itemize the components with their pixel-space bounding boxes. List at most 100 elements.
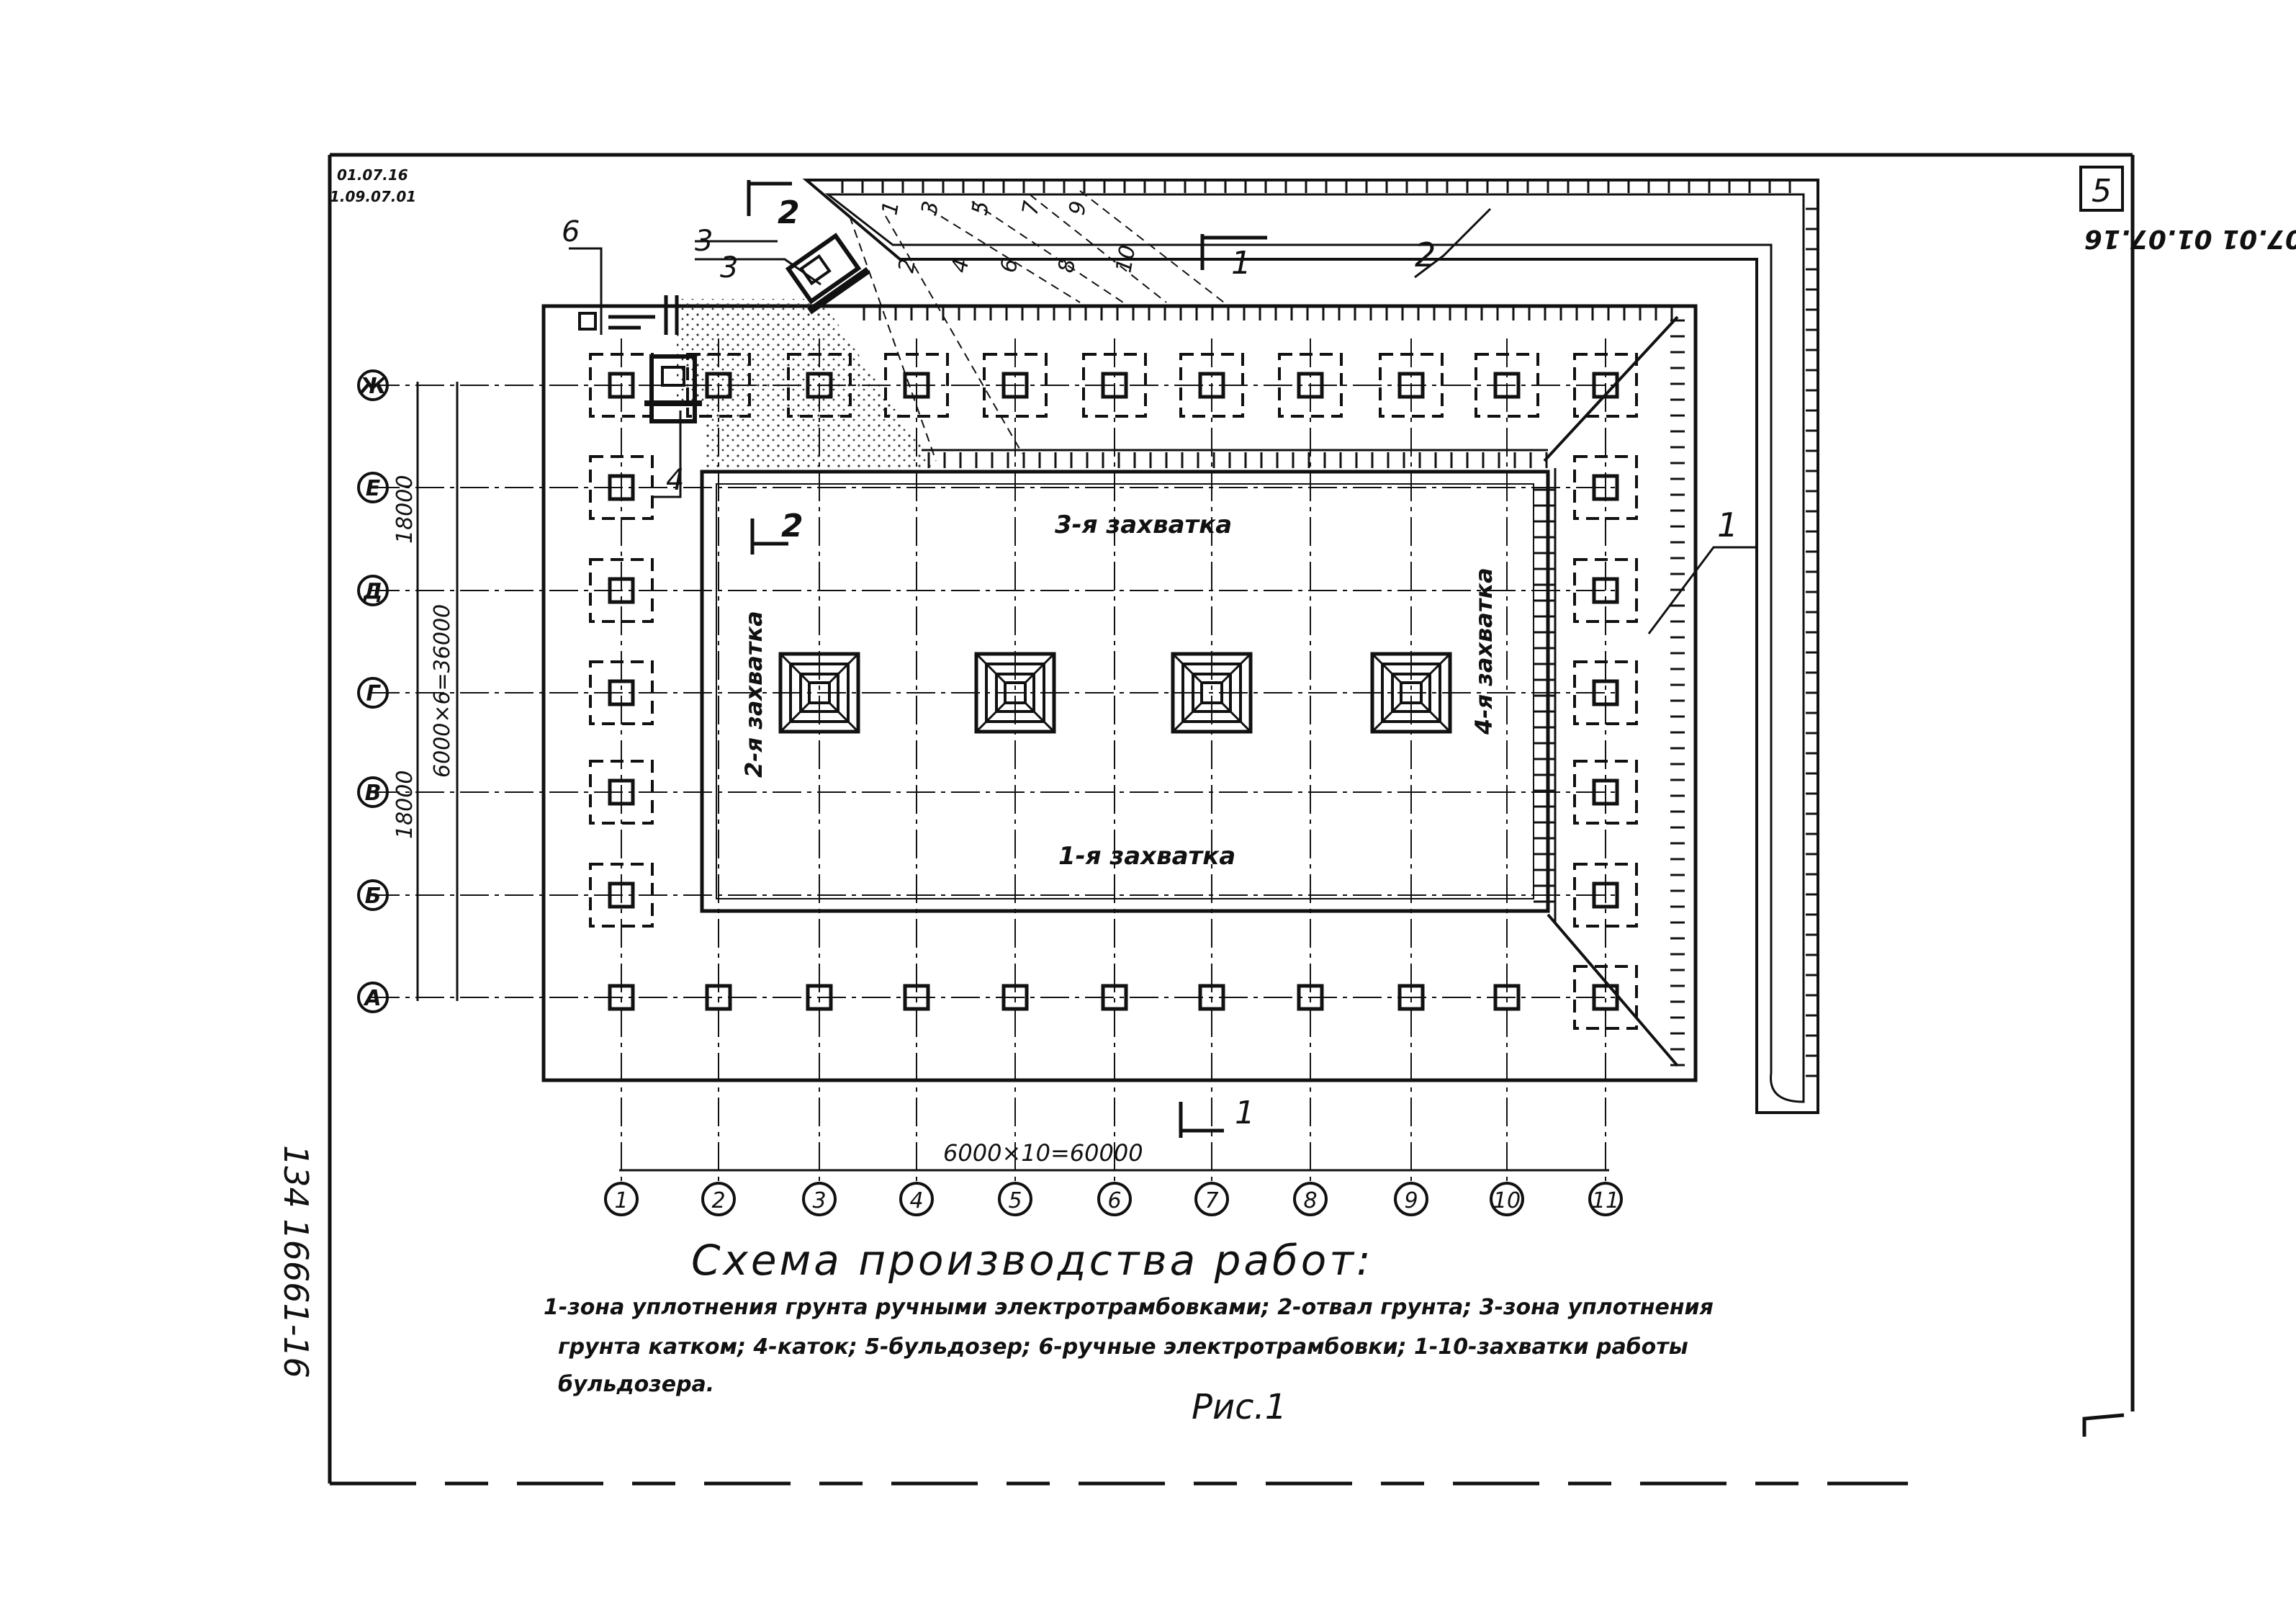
foundation: [1493, 984, 1521, 1011]
manual-compaction-zone-right: [1534, 319, 1685, 1067]
row-axis-bubble: Е: [357, 472, 389, 503]
column-axis-label: 5: [1008, 1188, 1022, 1213]
tamper-symbol: [578, 295, 679, 335]
dim-left-total: 6000×6=36000: [430, 604, 455, 778]
foundation: [1573, 455, 1638, 520]
foundation: [1475, 353, 1539, 418]
column-axis-bubble: 9: [1394, 1182, 1428, 1216]
column-axis-label: 3: [812, 1188, 826, 1213]
zone-2-label: 2-я захватка: [740, 611, 767, 778]
foundation: [1278, 353, 1343, 418]
column-axis-bubbles: 1 2 3 4 5 6 7 8 9 10 11: [604, 1182, 1623, 1216]
side-code: 1.09.07.01 01.07.16: [2084, 224, 2296, 253]
row-axis-bubbles: Ж Е Д Г В Б А: [357, 369, 389, 1013]
row-axis-bubble: А: [357, 982, 389, 1013]
foundation: [983, 353, 1048, 418]
header-code-1: 01.07.16: [337, 166, 408, 184]
column-axis-bubble: 10: [1490, 1182, 1524, 1216]
foundation: [705, 984, 732, 1011]
spoil-heap-hatching: [841, 181, 1816, 1077]
column-axis-label: 11: [1592, 1188, 1619, 1213]
strip-number: 9: [1064, 199, 1091, 217]
column-axis-bubble: 3: [802, 1182, 837, 1216]
axis-grid: [371, 338, 1620, 1181]
row-axis-label: Г: [366, 681, 381, 706]
callout-4: 4: [666, 464, 684, 497]
foundation: [608, 984, 635, 1011]
foundation: [589, 660, 654, 725]
column-axis-bubble: 8: [1293, 1182, 1328, 1216]
section-markers: [747, 180, 1267, 1138]
column-axis-label: 6: [1107, 1188, 1121, 1213]
column-axis-bubble: 7: [1194, 1182, 1229, 1216]
strip-number: 1: [877, 199, 904, 217]
column-axis-bubble: 4: [899, 1182, 934, 1216]
dimension-lines: [416, 382, 1609, 1172]
foundation: [686, 353, 751, 418]
foundation: [1082, 353, 1147, 418]
column-axis-label: 7: [1205, 1188, 1218, 1213]
callout-1: 1: [1717, 506, 1738, 544]
row-axis-bubble: В: [357, 776, 389, 808]
dim-bottom: 6000×10=60000: [943, 1139, 1143, 1167]
section-label-1-bottom: 1: [1235, 1095, 1255, 1131]
column-foundation-large: [778, 652, 860, 734]
foundation: [903, 984, 930, 1011]
manual-compaction-zone-top: [863, 306, 1673, 468]
column-axis-label: 8: [1303, 1188, 1317, 1213]
drawing-title: Схема производства работ:: [691, 1236, 1374, 1285]
column-axis-bubble: 1: [604, 1182, 639, 1216]
foundation: [1297, 984, 1324, 1011]
foundations: [589, 353, 1638, 1030]
zone-4-label: 4-я захватка: [1470, 567, 1498, 735]
strip-number: 5: [967, 199, 994, 217]
row-axis-label: А: [363, 986, 381, 1011]
column-axis-bubble: 2: [701, 1182, 736, 1216]
strip-number: 10: [1111, 243, 1140, 275]
foundation: [1397, 984, 1425, 1011]
callout-2: 2: [1415, 235, 1436, 274]
foundation: [1379, 353, 1444, 418]
legend-line-2: грунта катком; 4-каток; 5-бульдозер; 6-р…: [558, 1334, 1688, 1360]
row-axis-label: Ж: [359, 374, 387, 399]
roller-symbol: [644, 354, 702, 423]
left-margin-code: 134 16661-16: [276, 1145, 315, 1378]
foundation: [1573, 353, 1638, 418]
callout-5: 3: [695, 225, 713, 258]
row-axis-label: В: [365, 781, 382, 806]
sheet-number: 5: [2092, 173, 2112, 210]
section-label-2-left: 2: [781, 508, 803, 544]
dim-left-top: 18000: [392, 475, 418, 544]
foundation: [1101, 984, 1128, 1011]
strip-number: 3: [917, 199, 944, 217]
row-axis-label: Б: [365, 884, 382, 909]
column-axis-label: 9: [1404, 1188, 1418, 1213]
foundation: [1179, 353, 1244, 418]
row-axis-label: Е: [366, 476, 381, 501]
header-code-2: 1.09.07.01: [330, 188, 416, 205]
zone-3-label: 3-я захватка: [1055, 511, 1232, 539]
foundation: [589, 863, 654, 928]
legend-line-3: бульдозера.: [558, 1372, 714, 1397]
foundation: [589, 760, 654, 825]
foundation: [806, 984, 833, 1011]
bulldozer-strips: [849, 190, 1679, 1067]
callout-6: 6: [562, 215, 580, 248]
foundation: [1573, 863, 1638, 928]
foundation: [1198, 984, 1225, 1011]
foundation: [589, 558, 654, 623]
spoil-heap: [802, 179, 1819, 1114]
column-axis-label: 1: [614, 1188, 628, 1213]
section-label-2-top: 2: [778, 194, 800, 231]
column-foundation-large: [1370, 652, 1452, 734]
column-foundation-large: [1171, 652, 1253, 734]
foundation: [884, 353, 949, 418]
legend-line-1: 1-зона уплотнения грунта ручными электро…: [544, 1295, 1714, 1320]
column-axis-bubble: 5: [998, 1182, 1032, 1216]
foundation: [1573, 558, 1638, 623]
foundation: [787, 353, 852, 418]
row-axis-bubble: Б: [357, 879, 389, 911]
column-foundation-large: [974, 652, 1056, 734]
row-axis-bubble: Д: [357, 575, 389, 606]
